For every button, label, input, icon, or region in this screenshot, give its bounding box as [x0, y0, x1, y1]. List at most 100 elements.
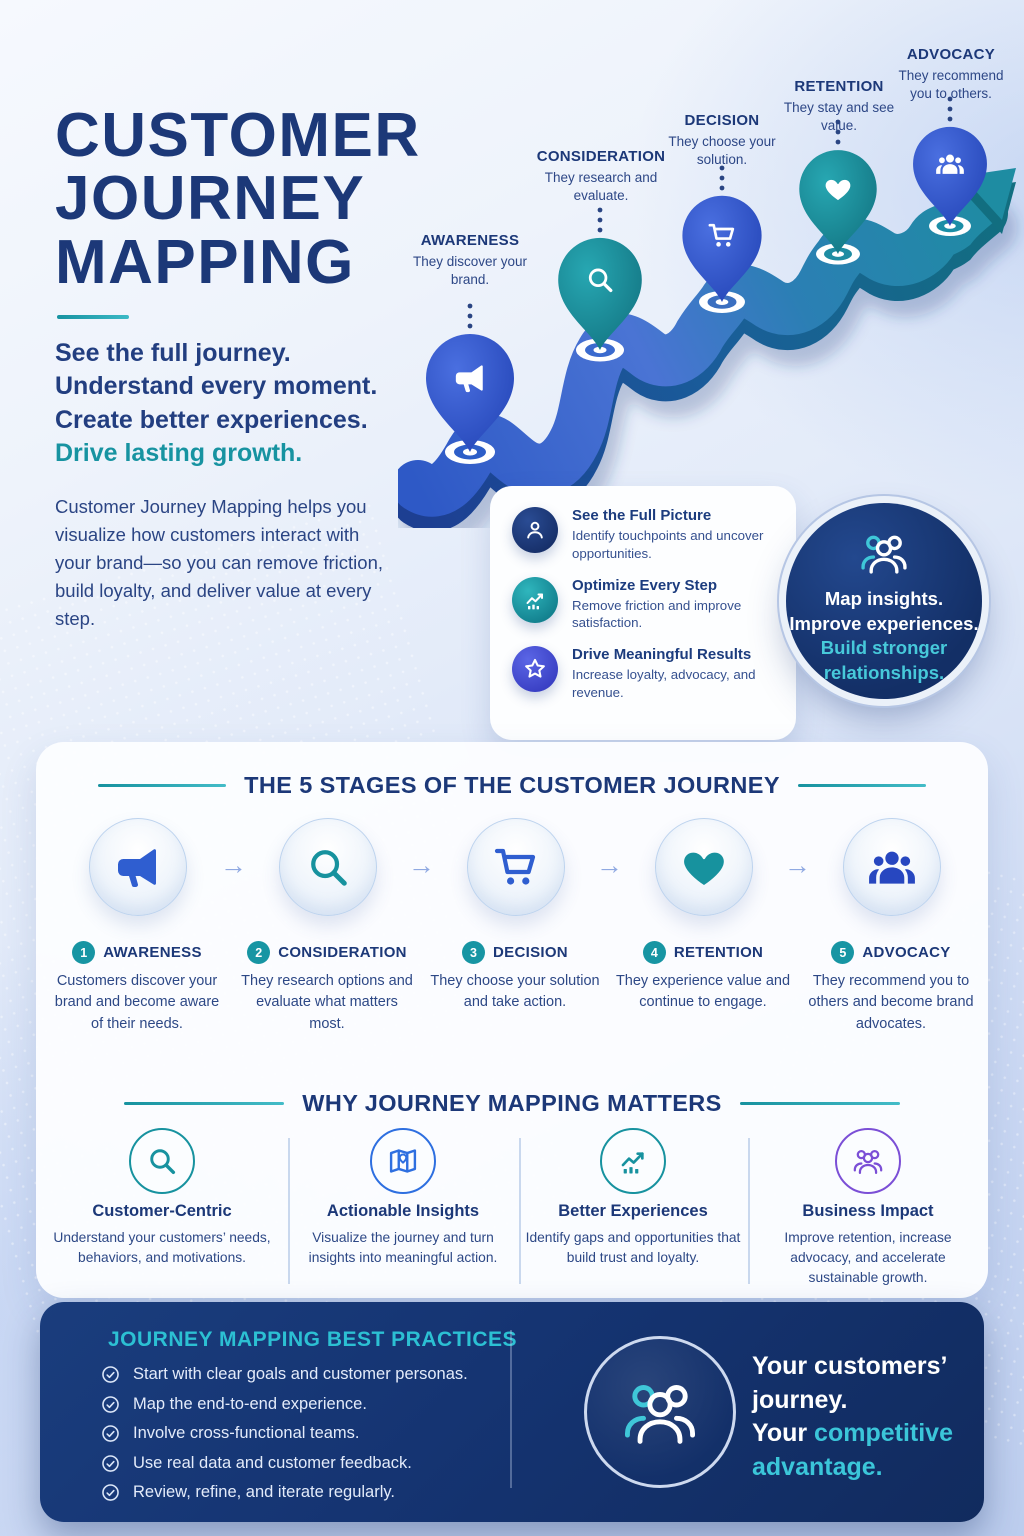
closing-statement: Your customers’ journey. Your competitiv…: [752, 1350, 988, 1484]
group-outline-icon: [861, 535, 907, 574]
closing-line: Your customers’: [752, 1352, 948, 1380]
journey-stage-name: DECISION: [684, 112, 760, 129]
stage-circle-decision: [467, 818, 565, 916]
benefit-item: Drive Meaningful Results Increase loyalt…: [512, 646, 776, 702]
best-practices-title: JOURNEY MAPPING BEST PRACTICES: [108, 1328, 518, 1351]
map-pin-consideration: [558, 237, 642, 350]
badge-text: Map insights. Improve experiences. Build…: [786, 587, 982, 685]
panel-divider: [510, 1330, 512, 1488]
heading-rule: [98, 783, 227, 788]
heart-icon: [680, 843, 728, 891]
map-pin-awareness: [426, 334, 514, 452]
tagline-line: Create better experiences.: [55, 405, 368, 434]
list-item-text: Start with clear goals and customer pers…: [133, 1365, 468, 1383]
search-icon: [129, 1128, 195, 1194]
group-icon: [867, 842, 917, 892]
stage-desc: They experience value and continue to en…: [615, 973, 791, 1011]
list-item: Review, refine, and iterate regularly.: [100, 1482, 468, 1503]
heading-rule: [739, 1101, 900, 1106]
journey-stage-name: ADVOCACY: [906, 46, 996, 63]
benefit-title: Drive Meaningful Results: [572, 646, 752, 664]
why-desc: Understand your customers’ needs, behavi…: [53, 1230, 271, 1265]
title-accent-rule: [57, 315, 129, 319]
best-practices-list: Start with clear goals and customer pers…: [100, 1364, 468, 1512]
stage-number-badge: 1: [72, 941, 96, 964]
heading-rule: [797, 783, 926, 788]
tagline: See the full journey. Understand every m…: [55, 337, 377, 470]
benefits-card: See the Full Picture Identify touchpoint…: [490, 486, 796, 740]
map-pin-advocacy: [913, 126, 987, 226]
badge-line: Map insights.: [824, 588, 944, 609]
why-desc: Improve retention, increase advocacy, an…: [784, 1230, 952, 1285]
benefit-title: Optimize Every Step: [572, 576, 718, 594]
benefit-desc: Remove friction and improve satisfaction…: [572, 597, 742, 631]
stage-name-row: 3 DECISION: [420, 941, 610, 964]
stage-desc: Customers discover your brand and become…: [54, 973, 220, 1032]
list-item-text: Involve cross-functional teams.: [133, 1424, 360, 1442]
arrow-right-icon: →: [408, 850, 435, 880]
why-section-heading: WHY JOURNEY MAPPING MATTERS: [36, 1090, 988, 1117]
stage-circle-retention: [655, 818, 753, 916]
badge-accent-line: relationships.: [823, 661, 945, 683]
journey-stage-name: CONSIDERATION: [536, 148, 666, 165]
heading-rule: [124, 1101, 285, 1106]
journey-path-graphic: [398, 96, 1017, 528]
trend-chart-icon: [512, 576, 558, 623]
stage-desc: They recommend you to others and become …: [808, 973, 974, 1032]
stage-desc: They choose your solution and take actio…: [430, 973, 600, 1011]
journey-stage-name: RETENTION: [794, 78, 884, 95]
column-divider: [748, 1138, 750, 1284]
journey-stage-caption: They research and evaluate.: [544, 170, 658, 203]
map-icon: [370, 1128, 436, 1194]
stage-circle-consideration: [279, 818, 377, 916]
stages-section-title: THE 5 STAGES OF THE CUSTOMER JOURNEY: [244, 772, 780, 798]
tagline-accent-line: Drive lasting growth.: [55, 438, 303, 467]
stages-section-heading: THE 5 STAGES OF THE CUSTOMER JOURNEY: [36, 772, 988, 799]
cart-icon: [492, 843, 540, 891]
check-circle-icon: [100, 1482, 121, 1503]
journey-stage-caption: They stay and see value.: [783, 100, 895, 133]
trend-chart-icon: [600, 1128, 666, 1194]
person-icon: [512, 507, 558, 553]
stage-circle-advocacy: [843, 818, 941, 916]
list-item-text: Map the end-to-end experience.: [133, 1394, 367, 1413]
stage-name-row: 1 AWARENESS: [42, 941, 232, 964]
list-item-text: Use real data and customer feedback.: [133, 1453, 412, 1472]
benefit-title: See the Full Picture: [572, 507, 712, 524]
stage-name: ADVOCACY: [862, 944, 951, 961]
badge-accent-line: Build stronger: [820, 637, 948, 659]
why-title: Better Experiences: [558, 1202, 708, 1220]
arrow-right-icon: →: [784, 850, 811, 880]
path-target: [576, 338, 624, 362]
star-icon: [512, 646, 558, 693]
best-practices-panel: JOURNEY MAPPING BEST PRACTICES Start wit…: [40, 1302, 984, 1522]
benefit-desc: Increase loyalty, advocacy, and revenue.: [572, 667, 756, 701]
column-divider: [288, 1138, 290, 1284]
map-pin-retention: [799, 150, 877, 254]
journey-stage-caption: They choose your solution.: [668, 134, 776, 167]
stage-number-badge: 4: [642, 941, 666, 964]
map-pin-decision: [682, 195, 762, 302]
stage-circle-awareness: [89, 818, 187, 916]
why-desc: Visualize the journey and turn insights …: [308, 1230, 498, 1265]
title-line: JOURNEY: [55, 164, 366, 234]
megaphone-icon: [114, 843, 162, 891]
journey-label-decision: DECISION They choose your solution.: [652, 112, 792, 169]
journey-label-advocacy: ADVOCACY They recommend you to others.: [881, 46, 1021, 103]
journey-label-awareness: AWARENESS They discover your brand.: [400, 232, 540, 289]
why-title: Customer-Centric: [92, 1202, 232, 1220]
stage-name-row: 4 RETENTION: [608, 941, 798, 964]
closing-accent: competitive advantage.: [752, 1419, 953, 1481]
list-item: Map the end-to-end experience.: [100, 1394, 468, 1415]
title-line: CUSTOMER: [55, 100, 421, 170]
path-road: [398, 172, 1008, 517]
title-line: MAPPING: [55, 228, 355, 298]
check-circle-icon: [100, 1453, 121, 1474]
stage-number-badge: 5: [831, 941, 855, 964]
closing-line: journey.: [752, 1385, 848, 1414]
stage-number-badge: 2: [247, 941, 271, 964]
check-circle-icon: [100, 1423, 121, 1444]
list-item-text: Review, refine, and iterate regularly.: [133, 1483, 395, 1501]
stage-name: RETENTION: [673, 944, 764, 961]
